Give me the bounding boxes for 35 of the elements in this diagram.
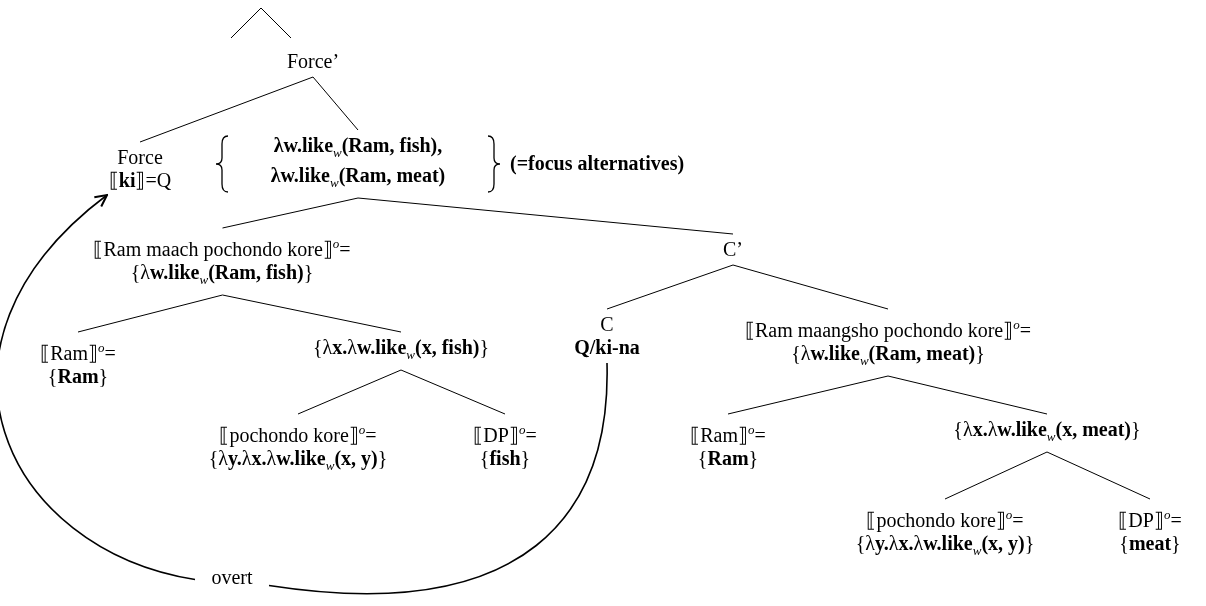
tree-branch [139,76,314,143]
node-text: ⟦ki⟧=Q [107,169,173,192]
tree-branch [727,375,889,415]
node-text: Force’ [285,50,341,73]
tree-branch [357,197,734,235]
node-text: Q/ki-na [573,336,641,359]
tree-branch [944,451,1048,500]
tree-branch [1046,451,1151,500]
tree-branch [606,264,734,310]
node-text: ⟦Ram maangsho pochondo kore⟧$^{o}$= {λw.like$_{w}$(Ram, meat)} [743,316,1033,370]
movement-arrow [0,194,196,581]
tree-branch [222,294,402,333]
tree-branch [77,294,223,333]
tree-branch [400,369,506,415]
node-text: {λx.λw.like$_{w}$(x, fish)} [311,336,491,364]
tree-branch [297,369,402,415]
tree-branch [222,197,359,229]
node-text: ⟦DP⟧$^{o}$= {fish} [472,421,538,470]
category-label: Force [116,146,164,169]
node-text: ⟦Ram maach pochondo kore⟧$^{o}$= {λw.like$_{w}$(Ram, fish)} [92,235,352,289]
node-text: ⟦Ram⟧$^{o}$= {Ram} [39,339,117,388]
node-text: λw.like$_{w}$(Ram, fish), λw.like$_{w}$(Ram, meat) [269,134,447,192]
tree-branch [312,76,359,131]
node-text: ⟦pochondo kore⟧$^{o}$= {λy.λx.λw.like$_{w}$(x, y)} [854,506,1036,560]
node-text: ⟦pochondo kore⟧$^{o}$= {λy.λx.λw.like$_{w}$(x, y)} [207,421,389,475]
node-text: C’ [722,238,744,261]
tree-branch [887,375,1048,415]
tree-branch [732,264,889,310]
node-text: {λx.λw.like$_{w}$(x, meat)} [952,418,1142,446]
annotation-text: (=focus alternatives) [510,152,685,175]
category-label: C [599,313,615,336]
node-text: ⟦DP⟧$^{o}$= {meat} [1117,506,1183,555]
movement-line [268,362,608,595]
node-text: ⟦Ram⟧$^{o}$= {Ram} [689,421,767,470]
node-text: overt [210,566,254,589]
